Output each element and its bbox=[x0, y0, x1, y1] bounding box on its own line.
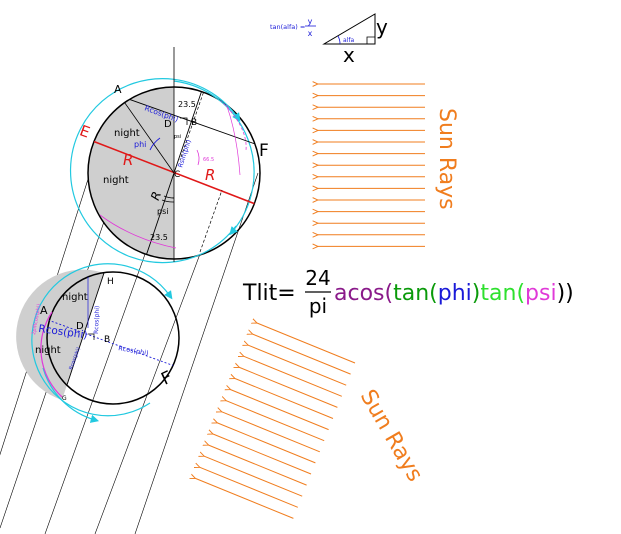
bottom-label-F: F bbox=[158, 367, 175, 389]
sun-rays-diagonal bbox=[195, 323, 356, 519]
formula-tan-1: tan bbox=[393, 281, 429, 306]
top-label-B: B bbox=[191, 118, 197, 128]
top-label-23-5-bottom: 23.5 bbox=[150, 233, 168, 242]
formula-psi: psi bbox=[525, 281, 557, 306]
formula-num: 24 bbox=[305, 266, 330, 290]
top-rotation-arrow-right bbox=[173, 80, 255, 236]
legend-frac-num: y bbox=[308, 17, 313, 26]
top-label-psi: psi bbox=[157, 207, 168, 216]
bottom-label-rcos-phi-right: Rcos(phi) bbox=[118, 344, 150, 357]
top-tropic-dash-2 bbox=[199, 189, 223, 253]
top-rotation-arrow bbox=[69, 78, 241, 264]
top-label-D: D bbox=[164, 119, 172, 130]
legend-right-angle bbox=[366, 36, 375, 44]
formula-acos-line: acos(tan(phi)tan(psi)) bbox=[334, 281, 574, 306]
top-antarctic-arc bbox=[99, 214, 177, 249]
sun-rays-label-1: Sun Rays bbox=[434, 108, 459, 210]
sun-ray-arrow bbox=[222, 412, 320, 453]
bottom-label-rcos-phi-vert: Rcos(phi) bbox=[93, 306, 101, 334]
top-label-rsin-phi: Rsin(phi) bbox=[176, 139, 193, 169]
legend-alfa-arc bbox=[337, 35, 341, 45]
formula-paren-4: ( bbox=[516, 281, 525, 306]
top-night-shade bbox=[88, 87, 174, 259]
top-psi-arc-2 bbox=[161, 199, 175, 203]
bottom-label-night-2: night bbox=[35, 345, 61, 356]
formula-paren-3: ) bbox=[472, 281, 481, 306]
bottom-arc-highlight bbox=[40, 311, 63, 398]
top-psi-arc bbox=[163, 195, 175, 199]
bottom-label-D: D bbox=[76, 321, 84, 332]
formula-den: pi bbox=[309, 294, 327, 318]
sun-rays-label-2: Sun Rays bbox=[355, 386, 427, 487]
top-label-66-5: 66.5 bbox=[203, 157, 214, 163]
top-arctic-dash bbox=[219, 99, 247, 151]
top-label-phi: phi bbox=[134, 140, 146, 149]
bottom-latitude-line bbox=[47, 319, 179, 369]
top-label-A: A bbox=[114, 83, 122, 96]
sun-ray-arrow bbox=[200, 467, 298, 508]
formula-lhs: Tlit= bbox=[242, 281, 296, 306]
bottom-label-night-1: night bbox=[62, 292, 88, 303]
sun-ray-arrow bbox=[253, 334, 351, 375]
sun-ray-arrow bbox=[231, 390, 329, 431]
formula-paren-2: ( bbox=[429, 281, 438, 306]
top-label-F: F bbox=[259, 141, 269, 161]
bottom-earth-outline bbox=[46, 271, 180, 405]
bottom-label-H: H bbox=[107, 277, 114, 287]
legend-triangle bbox=[322, 13, 376, 45]
top-label-R-right: R bbox=[205, 166, 215, 184]
sun-rays-horizontal bbox=[318, 84, 425, 246]
bottom-rotation-arrow-2 bbox=[42, 367, 100, 423]
legend-side-y: y bbox=[376, 15, 388, 39]
legend-alfa-label: alfa bbox=[343, 37, 354, 44]
bottom-earth: A B D F G H night night Rcos(phi) Rcos(p… bbox=[16, 263, 180, 423]
top-label-psi-small: psi bbox=[174, 134, 181, 140]
bottom-label-2pi-rcos-phi: 2piRcos(phi) bbox=[31, 303, 42, 335]
formula-acos: acos bbox=[334, 281, 385, 306]
top-label-C: C bbox=[174, 170, 180, 180]
top-label-E: E bbox=[77, 121, 92, 141]
bottom-terminator-line bbox=[61, 272, 105, 401]
top-earth: A B C D E F R R R night night phi psi ps… bbox=[69, 47, 269, 264]
sun-ray-arrow bbox=[213, 434, 312, 475]
bottom-label-A: A bbox=[40, 304, 48, 317]
legend-formula-left: tan(alfa) = bbox=[270, 23, 305, 31]
top-phi-arc bbox=[149, 137, 161, 151]
sun-ray-arrow bbox=[248, 345, 347, 386]
formula-tan-2: tan bbox=[480, 281, 516, 306]
formula-paren-1: ( bbox=[385, 281, 394, 306]
tangent-legend: tan(alfa) = y x alfa y x bbox=[270, 13, 388, 67]
sun-ray-arrow bbox=[226, 401, 325, 442]
sun-ray-arrow bbox=[209, 445, 307, 486]
top-label-R-left: R bbox=[123, 151, 133, 169]
sun-ray-arrow bbox=[217, 423, 316, 464]
top-66-arc bbox=[196, 149, 200, 166]
daylight-formula: Tlit= 24 pi acos(tan(phi)tan(psi)) bbox=[242, 266, 574, 318]
bottom-label-B: B bbox=[104, 335, 110, 345]
top-magenta-curve bbox=[217, 87, 241, 176]
top-radius-a bbox=[119, 95, 175, 174]
top-right-angle bbox=[180, 117, 188, 125]
sun-ray-arrow bbox=[257, 323, 356, 364]
top-tropic-dash-1 bbox=[179, 87, 206, 161]
formula-paren-5: )) bbox=[557, 281, 574, 306]
formula-phi: phi bbox=[438, 281, 472, 306]
sun-ray-arrow bbox=[195, 478, 294, 519]
legend-frac-den: x bbox=[308, 29, 313, 38]
sun-ray-arrow bbox=[244, 356, 342, 397]
top-label-23-5-top: 23.5 bbox=[178, 100, 196, 109]
top-label-night-1: night bbox=[114, 128, 140, 139]
bottom-label-G: G bbox=[62, 395, 67, 402]
top-label-night-2: night bbox=[103, 175, 129, 186]
bottom-right-angle bbox=[88, 333, 95, 340]
bottom-night-shade bbox=[16, 269, 104, 400]
legend-side-x: x bbox=[343, 43, 355, 67]
sun-ray-arrow bbox=[235, 379, 334, 419]
sun-ray-arrow bbox=[239, 367, 338, 408]
sun-ray-arrow bbox=[204, 456, 303, 497]
